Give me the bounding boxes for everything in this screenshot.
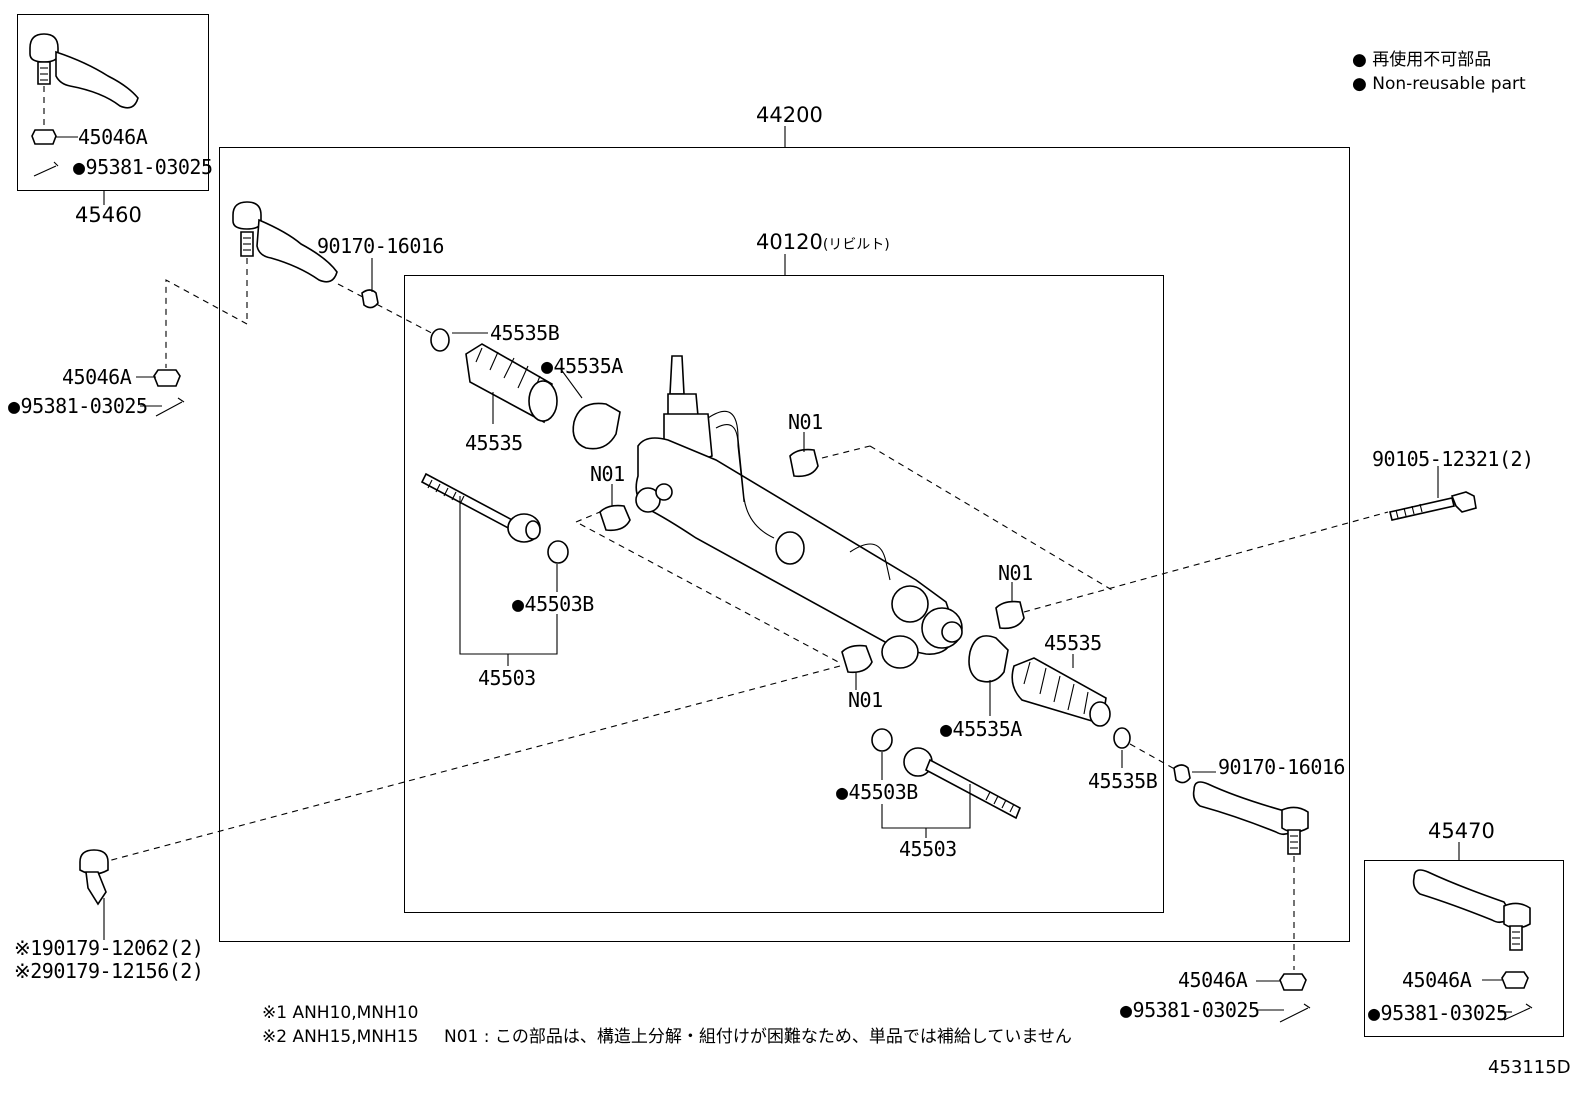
- label-n01-2[interactable]: N01: [788, 410, 823, 434]
- label-45503b-lh[interactable]: 45503B: [512, 594, 595, 614]
- label-45535a-lh[interactable]: 45535A: [541, 356, 624, 376]
- label-90179-note2[interactable]: ※290179-12156(2): [14, 959, 204, 983]
- label-45046a-inset-lh[interactable]: 45046A: [78, 125, 148, 149]
- label-90179-note1[interactable]: ※190179-12062(2): [14, 936, 204, 960]
- label-90170-lh[interactable]: 90170-16016: [317, 234, 444, 258]
- legend-marker-icon: ●: [1352, 74, 1367, 94]
- boot-45535-rh-icon: [1011, 657, 1111, 727]
- clamp-45535a-lh-icon: [572, 402, 621, 450]
- rack-end-45503-rh-icon: [903, 747, 1022, 820]
- label-45535a-rh[interactable]: 45535A: [940, 719, 1023, 739]
- clip-45535b-rh-icon: [1113, 727, 1131, 749]
- rack-end-45503-lh-icon: [420, 472, 541, 543]
- tie-rod-end-rh-icon: [1192, 781, 1309, 855]
- bolt-90179-icon: [79, 849, 109, 906]
- label-90170-rh[interactable]: 90170-16016: [1218, 755, 1345, 779]
- footnote-1: ※1 ANH10,MNH10: [262, 1003, 419, 1023]
- nut-90170-rh-icon: [1173, 764, 1191, 784]
- label-95381-lh[interactable]: 95381-03025: [8, 396, 148, 416]
- bushing-n01-4-icon: [841, 644, 873, 674]
- label-n01-3[interactable]: N01: [998, 561, 1033, 585]
- label-n01-1[interactable]: N01: [590, 462, 625, 486]
- cotter-pin-rh-icon: [1279, 1003, 1311, 1023]
- inset-box-45470: [1364, 860, 1564, 1037]
- footnote-2: ※2 ANH15,MNH15: [262, 1027, 419, 1047]
- label-45046a-lh[interactable]: 45046A: [62, 365, 132, 389]
- label-45535b-rh[interactable]: 45535B: [1088, 769, 1158, 793]
- label-45535-lh[interactable]: 45535: [465, 431, 523, 455]
- label-45503-rh[interactable]: 45503: [899, 837, 957, 861]
- cotter-pin-inset-rh-icon: [1503, 1003, 1533, 1021]
- nut-90170-lh-icon: [361, 289, 379, 309]
- label-45503b-rh[interactable]: 45503B: [836, 782, 919, 802]
- bolt-90105-icon: [1389, 491, 1477, 521]
- footnote-n01: N01 : この部品は、構造上分解・組付けが困難なため、単品では補給していません: [444, 1027, 1072, 1047]
- nut-45046a-inset-rh-icon: [1501, 971, 1529, 989]
- label-45470[interactable]: 45470: [1428, 819, 1495, 843]
- steering-gear-housing-icon: [635, 355, 963, 669]
- label-45535-rh[interactable]: 45535: [1044, 631, 1102, 655]
- washer-45503b-lh-icon: [547, 540, 569, 564]
- bushing-n01-1-icon: [599, 504, 631, 532]
- tie-rod-end-lh-icon: [232, 201, 338, 283]
- label-45046a-inset-rh[interactable]: 45046A: [1402, 968, 1472, 992]
- bushing-n01-3-icon: [995, 600, 1025, 630]
- label-45460[interactable]: 45460: [75, 203, 142, 227]
- washer-45503b-rh-icon: [871, 728, 893, 752]
- label-45046a-rh[interactable]: 45046A: [1178, 968, 1248, 992]
- nut-45046a-lh-icon: [153, 369, 181, 387]
- label-n01-4[interactable]: N01: [848, 688, 883, 712]
- nut-45046a-rh-icon: [1279, 973, 1307, 991]
- diagram-id: 453115D: [1488, 1057, 1571, 1078]
- label-44200[interactable]: 44200: [756, 103, 823, 127]
- label-95381-rh[interactable]: 95381-03025: [1120, 1000, 1260, 1020]
- label-95381-inset-lh[interactable]: 95381-03025: [73, 157, 213, 177]
- legend-jp: ● 再使用不可部品: [1352, 50, 1492, 70]
- label-45535b-lh[interactable]: 45535B: [490, 321, 560, 345]
- label-45503-lh[interactable]: 45503: [478, 666, 536, 690]
- label-90105[interactable]: 90105-12321(2): [1372, 447, 1534, 471]
- cotter-pin-lh-icon: [155, 397, 185, 417]
- bushing-n01-2-icon: [789, 448, 819, 478]
- inset-box-45460: [17, 14, 209, 191]
- assembly-box-44200: [219, 147, 1350, 942]
- assembly-box-40120: [404, 275, 1164, 913]
- clamp-45535a-rh-icon: [968, 635, 1009, 683]
- clip-45535b-lh-icon: [430, 328, 450, 352]
- tie-rod-end-45470-icon: [1412, 869, 1531, 951]
- label-95381-inset-rh[interactable]: 95381-03025: [1368, 1003, 1508, 1023]
- boot-45535-lh-icon: [465, 343, 558, 424]
- label-40120[interactable]: 40120(リビルト): [756, 230, 890, 254]
- legend-en: ● Non-reusable part: [1352, 74, 1526, 94]
- tie-rod-end-45460-icon: [29, 33, 139, 177]
- legend-marker-icon: ●: [1352, 50, 1367, 70]
